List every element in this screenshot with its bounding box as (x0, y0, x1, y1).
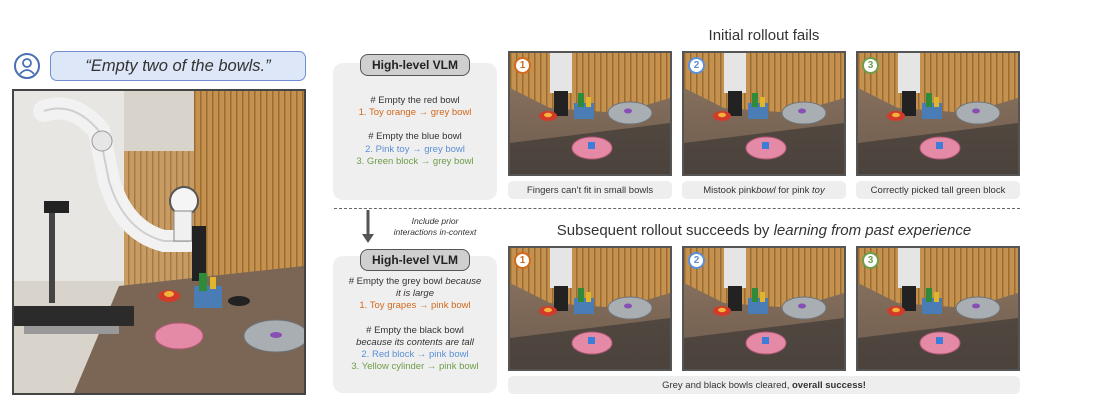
rollout-frame-image (684, 53, 844, 174)
plan-step-3-revised: 3. Yellow cylinder → pink bowl (351, 361, 479, 373)
transition-note-line2: interactions in-context (393, 226, 477, 237)
plan-step-1-revised: 1. Toy grapes → pink bowl (359, 300, 471, 312)
step-badge-1: 1 (514, 57, 531, 74)
caption-frame-1: Fingers can’t fit in small bowls (508, 181, 672, 199)
plan-step-2-revised: 2. Red block → pink bowl (361, 349, 469, 361)
step-badge-2: 2 (688, 57, 705, 74)
transition-note-line1: Include prior (411, 216, 459, 226)
caption-summary-text: Grey and black bowls cleared, (662, 379, 792, 391)
rollout-subsequent-frame-2: 2 (682, 246, 846, 371)
vlm-panel-initial (333, 63, 497, 200)
plan-header-grey-bowl: # Empty the grey bowl because (333, 276, 497, 288)
section-divider (334, 208, 1020, 209)
plan-step-2: 2. Pink toy → grey bowl (365, 143, 465, 155)
rollout-frame-image (510, 53, 670, 174)
robot-scene-image (12, 89, 306, 395)
caption-frame-2: Mistook pink bowl for pink toy (682, 181, 846, 199)
plan-step-3: 3. Green block → grey bowl (356, 155, 474, 167)
step-badge-1-subsequent: 1 (514, 252, 531, 269)
headline-subsequent-text: Subsequent rollout succeeds by (556, 222, 774, 239)
rollout-subsequent-frame-1: 1 (508, 246, 672, 371)
step-badge-3: 3 (862, 57, 879, 74)
caption-frame-2-b: bowl (756, 184, 776, 196)
plan-header-red-bowl: # Empty the red bowl (370, 95, 460, 106)
rollout-subsequent-frame-3: 3 (856, 246, 1020, 371)
plan-step-1: 1. Toy orange → grey bowl (358, 107, 472, 119)
task-prompt: “Empty two of the bowls.” (50, 51, 306, 81)
rollout-initial-frame-1: 1 (508, 51, 672, 176)
caption-frame-2-c: for pink (775, 184, 813, 196)
plan-header-black-bowl-reason: because its contents are tall (356, 336, 474, 348)
rollout-initial-frame-2: 2 (682, 51, 846, 176)
rollout-frame-image (858, 53, 1018, 174)
plan-header-black-bowl: # Empty the black bowl (366, 324, 464, 336)
headline-subsequent-emphasis: learning from past experience (773, 222, 972, 239)
plan-header-grey-bowl-text: # Empty the grey bowl (348, 276, 443, 287)
plan-header-blue-bowl: # Empty the blue bowl (368, 131, 462, 143)
transition-note: Include prior interactions in-context (380, 216, 490, 237)
down-arrow-icon (362, 210, 374, 243)
headline-subsequent: Subsequent rollout succeeds by learning … (508, 222, 1020, 239)
rollout-initial-frame-3: 3 (856, 51, 1020, 176)
caption-subsequent-summary: Grey and black bowls cleared, overall su… (508, 376, 1020, 394)
caption-summary-emphasis: overall success! (791, 379, 866, 391)
caption-frame-2-a: Mistook pink (703, 184, 757, 196)
rollout-frame-image (858, 248, 1018, 369)
rollout-frame-image (684, 248, 844, 369)
step-badge-2-subsequent: 2 (688, 252, 705, 269)
headline-initial: Initial rollout fails (708, 27, 820, 44)
caption-frame-3: Correctly picked tall green block (856, 181, 1020, 199)
vlm-plan-subsequent: # Empty the grey bowl because it is larg… (333, 276, 497, 373)
step-badge-3-subsequent: 3 (862, 252, 879, 269)
vlm-title-subsequent: High-level VLM (360, 249, 470, 271)
caption-frame-2-d: toy (812, 184, 825, 196)
vlm-plan-initial: # Empty the red bowl 1. Toy orange → gre… (333, 95, 497, 168)
rollout-frame-image (510, 248, 670, 369)
vlm-title-initial: High-level VLM (360, 54, 470, 76)
user-icon (14, 53, 40, 79)
plan-header-grey-bowl-reason: because (445, 276, 482, 287)
vlm-panel-subsequent (333, 256, 497, 393)
plan-header-grey-bowl-reason-cont: it is large (395, 288, 434, 300)
